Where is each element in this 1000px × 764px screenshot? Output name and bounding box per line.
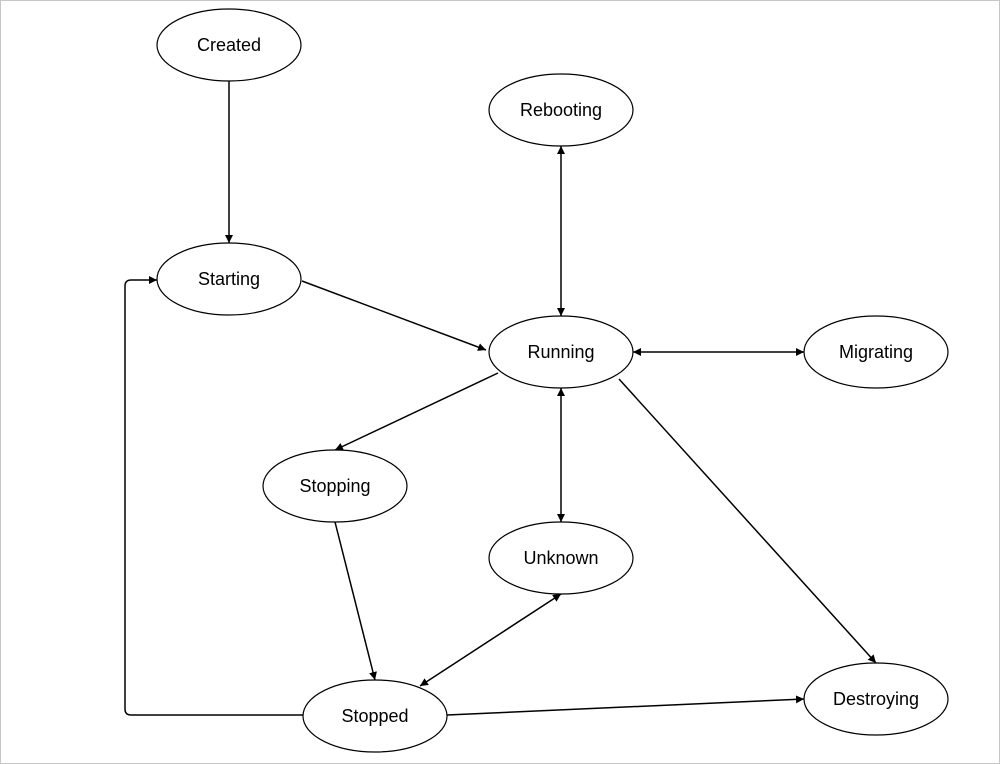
state-node-starting: Starting bbox=[156, 242, 302, 316]
state-node-migrating: Migrating bbox=[803, 315, 949, 389]
state-node-stopped: Stopped bbox=[302, 679, 448, 753]
edge-stopped-to-destroying bbox=[446, 695, 805, 716]
state-node-unknown-label: Unknown bbox=[523, 548, 598, 568]
edge-unknown-to-stopped bbox=[419, 593, 562, 687]
state-node-running: Running bbox=[488, 315, 634, 389]
state-node-destroying: Destroying bbox=[803, 662, 949, 736]
state-node-migrating-shape bbox=[803, 315, 949, 389]
state-node-migrating-label: Migrating bbox=[839, 342, 913, 362]
state-node-stopped-shape bbox=[302, 679, 448, 753]
state-node-unknown: Unknown bbox=[488, 521, 634, 595]
state-node-running-label: Running bbox=[527, 342, 594, 362]
state-node-stopping-label: Stopping bbox=[299, 476, 370, 496]
edge-stopped-to-starting bbox=[124, 276, 303, 716]
state-node-starting-label: Starting bbox=[198, 269, 260, 289]
state-node-rebooting-label: Rebooting bbox=[520, 100, 602, 120]
state-node-created: Created bbox=[156, 8, 302, 82]
state-node-rebooting: Rebooting bbox=[488, 73, 634, 147]
edge-stopping-to-stopped bbox=[334, 521, 377, 681]
state-node-unknown-shape bbox=[488, 521, 634, 595]
edge-running-to-stopping bbox=[334, 372, 499, 451]
state-node-destroying-shape bbox=[803, 662, 949, 736]
state-node-destroying-label: Destroying bbox=[833, 689, 919, 709]
edge-running-to-destroying bbox=[618, 378, 877, 664]
state-node-stopping: Stopping bbox=[262, 449, 408, 523]
state-node-starting-shape bbox=[156, 242, 302, 316]
edge-starting-to-running bbox=[301, 280, 487, 351]
state-node-stopping-shape bbox=[262, 449, 408, 523]
edges-layer bbox=[124, 81, 877, 716]
state-node-created-label: Created bbox=[197, 35, 261, 55]
state-node-rebooting-shape bbox=[488, 73, 634, 147]
state-node-created-shape bbox=[156, 8, 302, 82]
state-node-stopped-label: Stopped bbox=[341, 706, 408, 726]
state-node-running-shape bbox=[488, 315, 634, 389]
